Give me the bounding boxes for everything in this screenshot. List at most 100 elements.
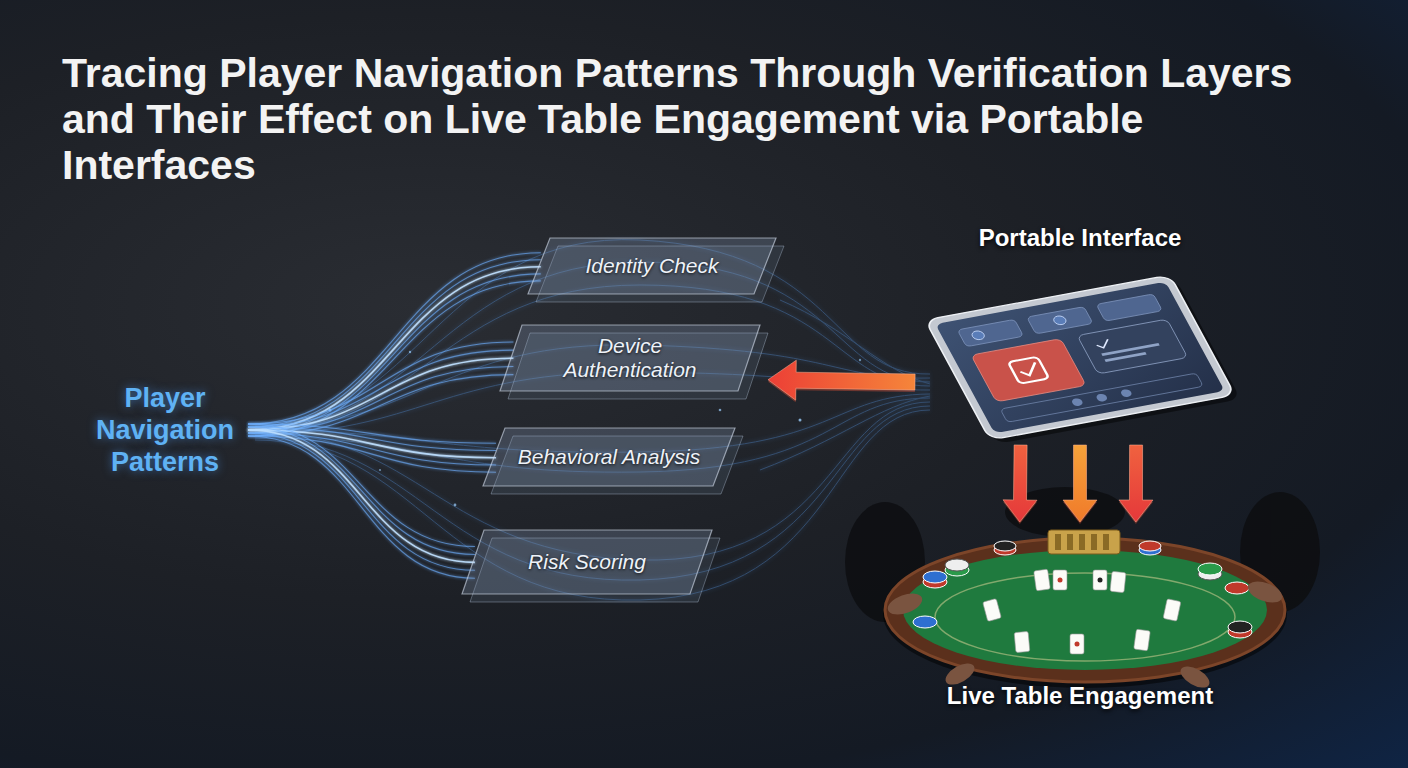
chip [1139, 541, 1161, 551]
tray-slot [1091, 534, 1097, 550]
screen-bar [1000, 373, 1203, 422]
tray-slot [1067, 534, 1073, 550]
arrow-body [1063, 445, 1097, 522]
verification-layer: Identity Check [528, 238, 784, 302]
tablet-illustration [915, 220, 1245, 445]
screen-card-red [971, 339, 1086, 402]
screen-dot [1070, 398, 1084, 407]
screen-line [1104, 352, 1146, 362]
tray-slot [1079, 534, 1085, 550]
node-text: Behavioral Analysis [518, 445, 700, 469]
card-pip [1098, 578, 1103, 583]
chip [994, 541, 1016, 551]
chip [1198, 563, 1222, 575]
chip-stacks [913, 541, 1252, 638]
flow-stream [248, 253, 541, 436]
card [1034, 569, 1051, 591]
stream-line [248, 375, 513, 436]
stream-line [248, 267, 541, 430]
source-label: Player Navigation Patterns [82, 378, 248, 482]
cards [983, 569, 1181, 654]
stream-line [255, 410, 930, 600]
layer-plate [483, 428, 735, 486]
layer-plate [462, 530, 712, 594]
stream-line [248, 436, 496, 472]
stream-line [248, 260, 541, 427]
stream-line [780, 300, 930, 384]
table-felt [903, 550, 1267, 670]
tablet-frame [925, 275, 1235, 440]
felt-line [935, 573, 1235, 661]
node-text: Device Authentication [545, 334, 715, 382]
player-silhouette [1240, 492, 1320, 612]
tray-slot [1055, 534, 1061, 550]
flow-stream [248, 424, 496, 472]
node-text: Portable Interface [915, 224, 1245, 252]
tablet-device [925, 274, 1241, 444]
card [983, 599, 1002, 622]
stream-line [248, 427, 475, 554]
check-icon [1095, 339, 1112, 349]
layer-plate [528, 238, 776, 294]
live-table: Live Table Engagement [865, 522, 1295, 717]
verification-layer: Device Authentication [500, 325, 768, 399]
node-text: Player Navigation Patterns [82, 382, 248, 478]
card-pip [1058, 578, 1063, 583]
screen-line [1101, 343, 1159, 356]
tray-slot [1103, 534, 1109, 550]
player-hand [885, 589, 925, 618]
chip [1225, 582, 1249, 594]
sparkle [454, 504, 457, 507]
stream-line [255, 406, 930, 580]
stream-line [248, 433, 475, 570]
node-text: Identity Check [585, 254, 718, 278]
chip-tray-slots [1055, 534, 1109, 550]
card [1093, 570, 1107, 590]
layer-plate [500, 325, 760, 391]
flow-arrow [1119, 445, 1153, 524]
chip [913, 616, 937, 628]
card [1134, 629, 1151, 651]
check-icon [1008, 357, 1049, 384]
screen-dot [1095, 393, 1109, 402]
chip [923, 571, 947, 583]
sparkle [859, 359, 861, 361]
check-icon [1052, 315, 1068, 326]
table-rim [885, 538, 1285, 682]
chip-tray [1048, 530, 1120, 554]
card-pips [1058, 578, 1103, 647]
screen-tile [957, 319, 1023, 346]
screen-tile [1096, 294, 1162, 321]
stream-line [248, 350, 513, 427]
stream-line [248, 436, 475, 578]
arrow-body [1119, 445, 1153, 522]
flow-stream [248, 424, 475, 578]
stream-line [760, 396, 930, 470]
check-icon [970, 330, 986, 341]
node-text: Live Table Engagement [865, 682, 1295, 710]
stream-line [248, 342, 513, 424]
flow-arrow [1003, 445, 1037, 524]
card [1053, 570, 1067, 590]
card [1070, 634, 1084, 654]
flow-stream [248, 342, 513, 436]
check-icon [1017, 362, 1041, 376]
tablet-screen [935, 282, 1224, 434]
player-hands [885, 577, 1285, 692]
card-pip [1075, 642, 1080, 647]
sparkle [409, 351, 411, 353]
flow-arrow [1063, 445, 1097, 524]
stream-line [248, 253, 541, 424]
arrow-body [1003, 445, 1037, 522]
stream-line [248, 281, 541, 436]
portable-interface: Portable Interface [915, 220, 1245, 445]
screen-dot [1119, 389, 1133, 398]
node-text: Risk Scoring [528, 550, 646, 574]
chip [945, 559, 969, 571]
card [1163, 599, 1181, 621]
stream-line [255, 285, 930, 432]
verification-layer: Risk Scoring [462, 530, 720, 602]
